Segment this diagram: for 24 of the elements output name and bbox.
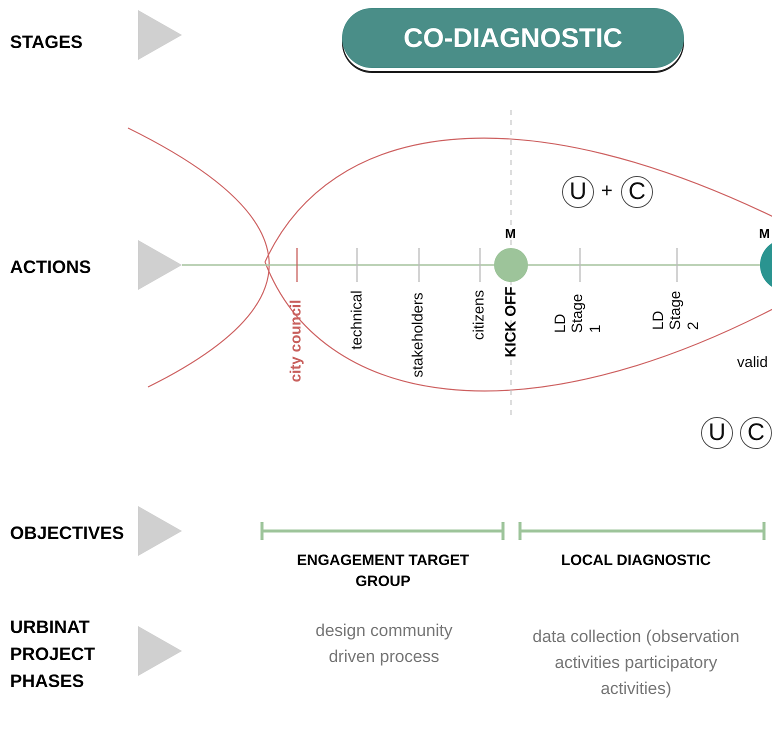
milestone-label: M [505,226,516,241]
objective-label: ENGAGEMENT TARGET GROUP [296,551,470,592]
letter-circle: C [740,417,772,449]
row-heading: OBJECTIVES [10,522,124,545]
objective-label: LOCAL DIAGNOSTIC [560,551,712,571]
phase-description: data collection (observation activities participatory activities) [532,626,740,700]
action-label: LD Stage 1 [552,292,604,333]
letter-circle: U [562,176,594,208]
action-label: stakeholders [409,292,427,378]
phase-description: design community driven process [314,620,454,668]
letter-circle: C [621,176,653,208]
action-label: city council [287,300,305,382]
action-label: valid [737,354,768,371]
milestone-label: KICK OFF [502,286,520,358]
stage-pill: CO-DIAGNOSTIC [342,8,684,68]
row-heading: STAGES [10,31,83,54]
action-label: LD Stage 2 [650,290,702,330]
row-heading: URBINAT PROJECT PHASES [10,616,96,693]
milestone-label: M [759,226,770,241]
plus-sign: + [601,180,613,203]
action-label: citizens [470,290,488,340]
letter-circle: U [701,417,733,449]
action-label: technical [348,290,366,350]
row-heading: ACTIONS [10,256,91,279]
